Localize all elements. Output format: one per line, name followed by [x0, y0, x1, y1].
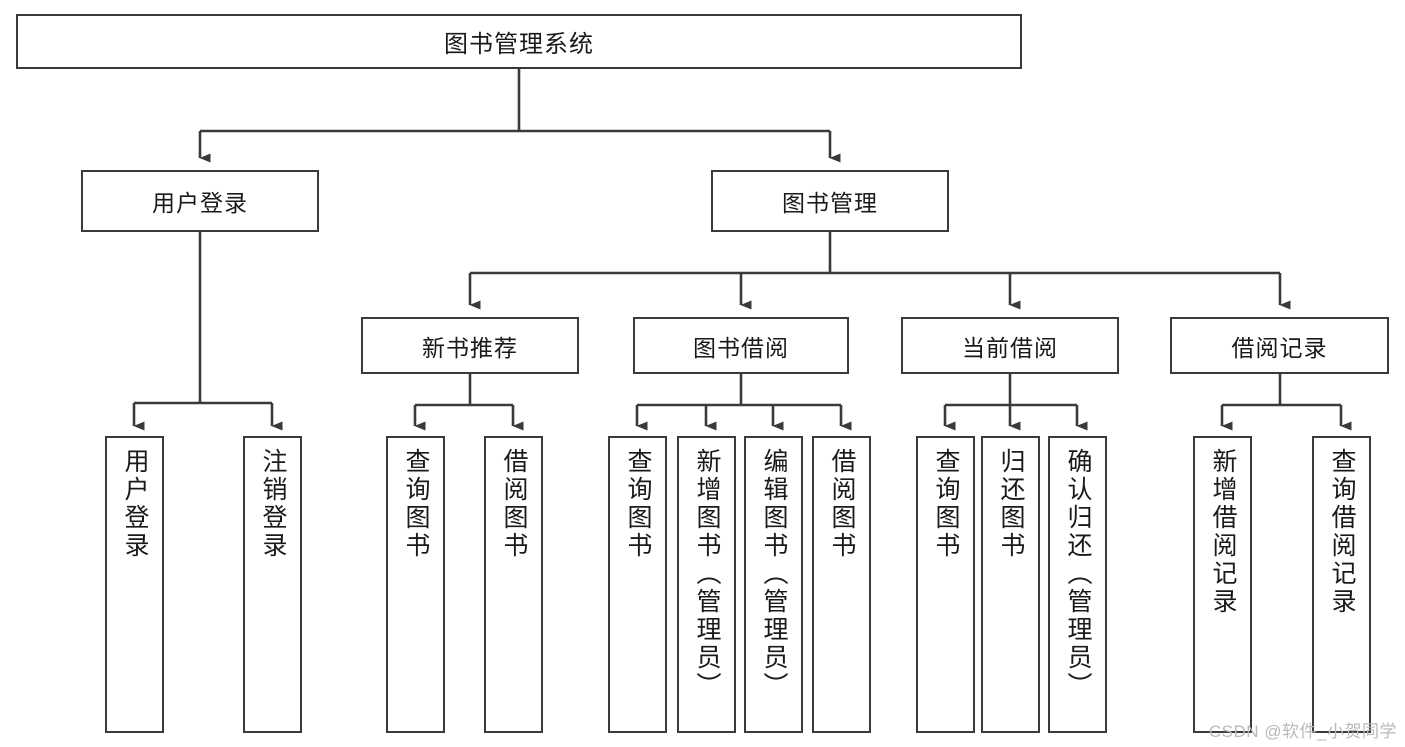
node-label: 新增借阅记录 — [1209, 448, 1237, 616]
node-leaf-query-book-2[interactable]: 查询图书 — [608, 436, 667, 733]
node-label: 用户登录 — [152, 190, 248, 216]
node-book-borrow[interactable]: 图书借阅 — [633, 317, 849, 374]
node-leaf-query-borrow-record[interactable]: 查询借阅记录 — [1312, 436, 1371, 733]
node-current-borrow[interactable]: 当前借阅 — [901, 317, 1119, 374]
node-label: 新增图书（管理员） — [693, 448, 721, 700]
node-label: 查询图书 — [402, 448, 430, 560]
node-label: 用户登录 — [121, 448, 149, 560]
node-leaf-return-book[interactable]: 归还图书 — [981, 436, 1040, 733]
node-label: 注销登录 — [259, 448, 287, 560]
node-leaf-add-book[interactable]: 新增图书（管理员） — [677, 436, 736, 733]
node-label: 查询图书 — [932, 448, 960, 560]
node-leaf-borrow-book-1[interactable]: 借阅图书 — [484, 436, 543, 733]
node-leaf-add-borrow-record[interactable]: 新增借阅记录 — [1193, 436, 1252, 733]
node-leaf-query-book-3[interactable]: 查询图书 — [916, 436, 975, 733]
node-label: 当前借阅 — [962, 334, 1058, 361]
node-leaf-confirm-return[interactable]: 确认归还（管理员） — [1048, 436, 1107, 733]
node-new-book-recommend[interactable]: 新书推荐 — [361, 317, 579, 374]
node-label: 借阅图书 — [828, 448, 856, 560]
node-label: 图书借阅 — [693, 334, 789, 361]
node-leaf-edit-book[interactable]: 编辑图书（管理员） — [744, 436, 803, 733]
node-label: 图书管理 — [782, 190, 878, 216]
node-root-system[interactable]: 图书管理系统 — [16, 14, 1022, 69]
node-leaf-borrow-book-2[interactable]: 借阅图书 — [812, 436, 871, 733]
node-user-login[interactable]: 用户登录 — [81, 170, 319, 232]
node-leaf-user-logout[interactable]: 注销登录 — [243, 436, 302, 733]
node-leaf-user-login[interactable]: 用户登录 — [105, 436, 164, 733]
node-book-manage[interactable]: 图书管理 — [711, 170, 949, 232]
node-label: 查询图书 — [624, 448, 652, 560]
node-leaf-query-book-1[interactable]: 查询图书 — [386, 436, 445, 733]
node-label: 借阅图书 — [500, 448, 528, 560]
node-label: 图书管理系统 — [444, 31, 594, 58]
node-label: 查询借阅记录 — [1328, 448, 1356, 616]
node-label: 确认归还（管理员） — [1064, 448, 1092, 700]
node-label: 新书推荐 — [422, 334, 518, 361]
watermark-text: CSDN @软件_小贺同学 — [1208, 722, 1397, 741]
node-label: 借阅记录 — [1231, 334, 1328, 361]
node-label: 编辑图书（管理员） — [760, 448, 788, 700]
node-label: 归还图书 — [997, 448, 1025, 560]
node-borrow-record[interactable]: 借阅记录 — [1170, 317, 1389, 374]
